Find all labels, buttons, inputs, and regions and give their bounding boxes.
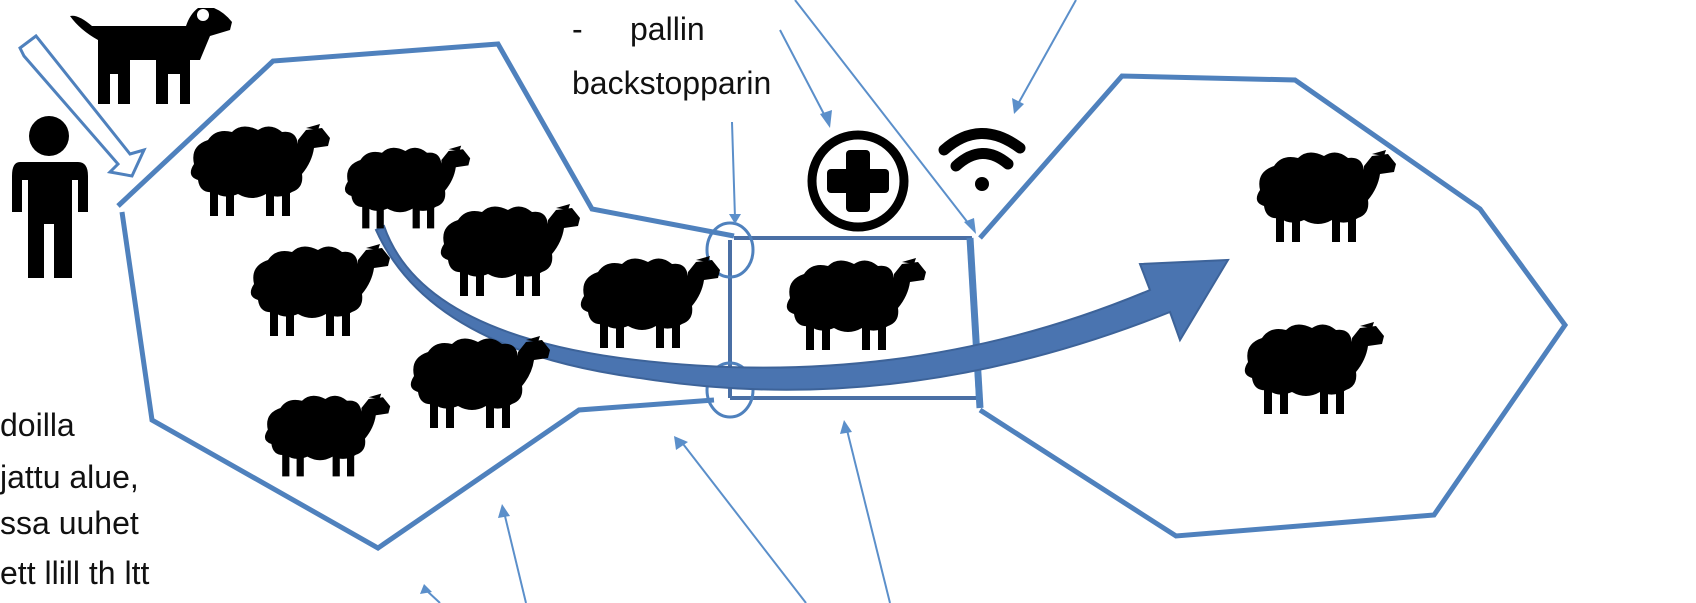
left-text-line-2: jattu alue,	[0, 459, 139, 495]
backstop-upper	[705, 221, 755, 279]
left-text-line-4: ett llill th ltt	[0, 555, 149, 591]
left-area-bottom-outline	[119, 211, 715, 551]
sheep-icon	[250, 244, 390, 336]
pointer-bottom-left	[503, 511, 527, 603]
label-backstopparin: backstopparin	[572, 65, 771, 101]
left-text-line-3: ssa uuhet	[0, 505, 139, 541]
right-area-outline	[978, 73, 1569, 539]
sheep-icon	[1256, 150, 1396, 242]
sheep-icon	[264, 393, 391, 477]
curved-arrow	[374, 224, 1230, 391]
pointer-plus	[779, 29, 827, 119]
sheep-icon	[410, 336, 550, 428]
entry-arrow	[18, 33, 147, 178]
pointer-wifi	[1017, 0, 1077, 105]
medical-plus-icon	[807, 130, 909, 232]
dog-icon	[70, 8, 232, 104]
pointer-gate	[794, 0, 973, 229]
left-area-outline	[116, 41, 735, 239]
sheep-icon	[190, 124, 330, 216]
sheep-icon	[1244, 322, 1384, 414]
label-pallin: pallin	[630, 11, 705, 47]
pointer-bottom-mid-2	[845, 425, 891, 603]
middle-right-edge	[966, 237, 984, 409]
sheep-icon	[344, 145, 471, 229]
sheep-icon	[580, 256, 720, 348]
list-dash: -	[572, 11, 583, 47]
pointer-backstop	[731, 121, 736, 219]
sheep-icon	[786, 258, 926, 350]
person-icon	[12, 116, 88, 278]
left-text-line-1: doilla	[0, 407, 75, 443]
pointer-bottom-mid-1	[679, 439, 807, 603]
sheep-icon	[440, 204, 580, 296]
wifi-icon	[938, 128, 1026, 191]
